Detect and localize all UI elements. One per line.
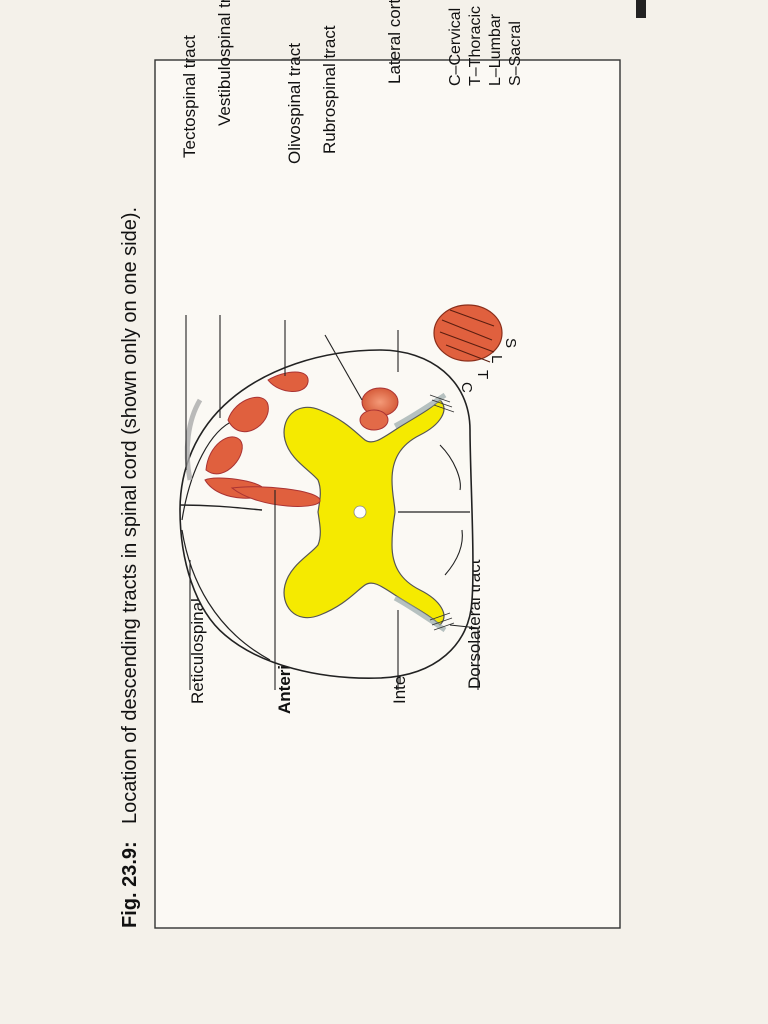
label-lateral-corticospinal: Lateral corticospinal tract xyxy=(385,0,404,84)
segment-letter-t: T xyxy=(474,370,491,379)
figure-caption-number: Fig. 23.9: xyxy=(119,841,141,928)
leader-dorsolateral xyxy=(449,624,479,690)
label-reticulospinal: Reticulospinal xyxy=(188,598,207,704)
tract-anterior-corticospinal xyxy=(230,486,321,507)
label-rubrospinal: Rubrospinal tract xyxy=(320,25,339,154)
tract-vestibulospinal xyxy=(205,436,243,475)
anterior-fissure-lip xyxy=(181,419,236,521)
dorsolateral-tract-hatch-2 xyxy=(429,612,455,631)
lamination-lines xyxy=(439,309,495,363)
leader-lines xyxy=(185,315,479,690)
segment-letter-l: L xyxy=(488,355,505,363)
legend-thoracic: T–Thoracic xyxy=(467,6,484,86)
tract-olivospinal xyxy=(227,396,269,433)
tract-rubrospinal xyxy=(267,371,309,392)
tract-reticulospinal-rim xyxy=(184,398,203,481)
label-olivospinal: Olivospinal tract xyxy=(285,43,304,164)
central-canal xyxy=(353,505,367,519)
label-vestibulospinal: Vestibulospinal tract xyxy=(215,0,234,126)
legend-lumbar: L–Lumbar xyxy=(487,13,504,86)
leader-rubrospinal xyxy=(324,334,363,401)
posterior-sulcus-1 xyxy=(439,444,461,491)
segment-letter-c: C xyxy=(458,382,475,393)
label-tectospinal: Tectospinal tract xyxy=(180,35,199,158)
legend-sacral: S–Sacral xyxy=(507,21,524,86)
lateral-corticospinal-tract-blob-2 xyxy=(359,409,389,431)
anterior-fissure-lip-2 xyxy=(181,529,271,661)
posterior-sulcus-2 xyxy=(444,529,463,576)
dorsolateral-tract-hatch-1 xyxy=(429,394,455,413)
figure-caption-text: Location of descending tracts in spinal … xyxy=(119,207,141,824)
page-corner-mark xyxy=(636,0,646,18)
legend-cervical: C–Cervical xyxy=(447,8,464,86)
segment-letter-s: S xyxy=(502,338,519,348)
anterior-median-fissure xyxy=(179,504,263,511)
